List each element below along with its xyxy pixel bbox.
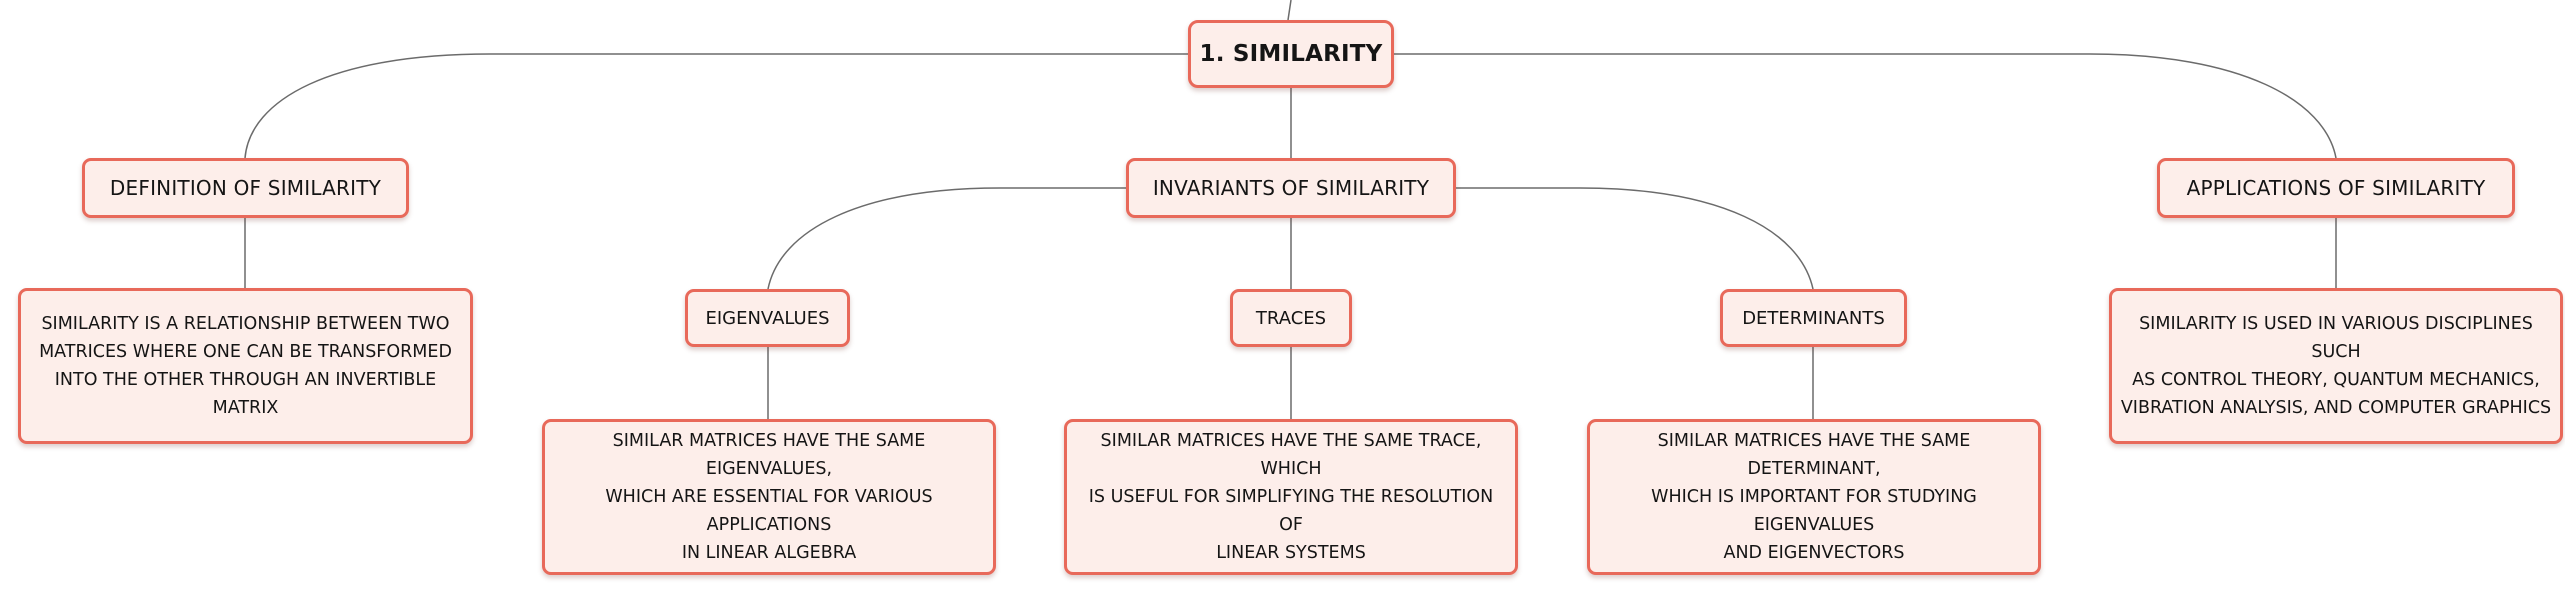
subtopic-node-traces[interactable]: TRACES bbox=[1230, 289, 1352, 347]
description-text: SIMILARITY IS A RELATIONSHIP BETWEEN TWO… bbox=[29, 310, 462, 422]
root-node-label: 1. SIMILARITY bbox=[1199, 41, 1383, 67]
description-text: SIMILAR MATRICES HAVE THE SAME DETERMINA… bbox=[1598, 427, 2030, 567]
description-node-eigenvalues[interactable]: SIMILAR MATRICES HAVE THE SAME EIGENVALU… bbox=[542, 419, 996, 575]
description-line: LINEAR SYSTEMS bbox=[1216, 543, 1366, 563]
description-line: SIMILARITY IS USED IN VARIOUS DISCIPLINE… bbox=[2139, 314, 2533, 362]
connector-root-applications bbox=[1394, 53, 2337, 159]
description-line: SIMILAR MATRICES HAVE THE SAME TRACE, WH… bbox=[1100, 431, 1482, 479]
description-node-applications[interactable]: SIMILARITY IS USED IN VARIOUS DISCIPLINE… bbox=[2109, 288, 2563, 444]
description-line: SIMILAR MATRICES HAVE THE SAME DETERMINA… bbox=[1657, 431, 1971, 479]
description-line: IS USEFUL FOR SIMPLIFYING THE RESOLUTION… bbox=[1088, 487, 1494, 535]
description-line: WHICH ARE ESSENTIAL FOR VARIOUS APPLICAT… bbox=[605, 487, 933, 535]
description-text: SIMILAR MATRICES HAVE THE SAME EIGENVALU… bbox=[553, 427, 985, 567]
description-line: AS CONTROL THEORY, QUANTUM MECHANICS, bbox=[2132, 370, 2540, 390]
description-text: SIMILARITY IS USED IN VARIOUS DISCIPLINE… bbox=[2120, 310, 2552, 422]
description-line: SIMILARITY IS A RELATIONSHIP BETWEEN TWO bbox=[41, 314, 450, 334]
topic-node-definition[interactable]: DEFINITION OF SIMILARITY bbox=[82, 158, 409, 218]
description-line: SIMILAR MATRICES HAVE THE SAME EIGENVALU… bbox=[612, 431, 926, 479]
description-node-traces[interactable]: SIMILAR MATRICES HAVE THE SAME TRACE, WH… bbox=[1064, 419, 1518, 575]
connector-invariants-eigenvalues bbox=[767, 187, 1126, 290]
subtopic-node-label: EIGENVALUES bbox=[705, 307, 830, 329]
description-line: AND EIGENVECTORS bbox=[1723, 543, 1905, 563]
description-line: INTO THE OTHER THROUGH AN INVERTIBLE MAT… bbox=[54, 370, 437, 418]
description-line: IN LINEAR ALGEBRA bbox=[681, 543, 857, 563]
topic-node-label: INVARIANTS OF SIMILARITY bbox=[1152, 176, 1430, 200]
description-line: VIBRATION ANALYSIS, AND COMPUTER GRAPHIC… bbox=[2120, 398, 2552, 418]
subtopic-node-label: DETERMINANTS bbox=[1742, 307, 1885, 329]
topic-node-label: DEFINITION OF SIMILARITY bbox=[109, 176, 382, 200]
description-node-determinants[interactable]: SIMILAR MATRICES HAVE THE SAME DETERMINA… bbox=[1587, 419, 2041, 575]
description-text: SIMILAR MATRICES HAVE THE SAME TRACE, WH… bbox=[1075, 427, 1507, 567]
connector-invariants-determinants bbox=[1456, 187, 1814, 290]
subtopic-node-label: TRACES bbox=[1255, 307, 1327, 329]
root-node-similarity[interactable]: 1. SIMILARITY bbox=[1188, 20, 1394, 88]
topic-node-label: APPLICATIONS OF SIMILARITY bbox=[2186, 176, 2486, 200]
connector-root-definition bbox=[244, 53, 1188, 159]
topic-node-applications[interactable]: APPLICATIONS OF SIMILARITY bbox=[2157, 158, 2515, 218]
topic-node-invariants[interactable]: INVARIANTS OF SIMILARITY bbox=[1126, 158, 1456, 218]
connector-root-parent bbox=[1287, 0, 1292, 21]
description-node-definition[interactable]: SIMILARITY IS A RELATIONSHIP BETWEEN TWO… bbox=[18, 288, 473, 444]
subtopic-node-determinants[interactable]: DETERMINANTS bbox=[1720, 289, 1907, 347]
description-line: WHICH IS IMPORTANT FOR STUDYING EIGENVAL… bbox=[1651, 487, 1977, 535]
description-line: MATRICES WHERE ONE CAN BE TRANSFORMED bbox=[39, 342, 452, 362]
subtopic-node-eigenvalues[interactable]: EIGENVALUES bbox=[685, 289, 850, 347]
